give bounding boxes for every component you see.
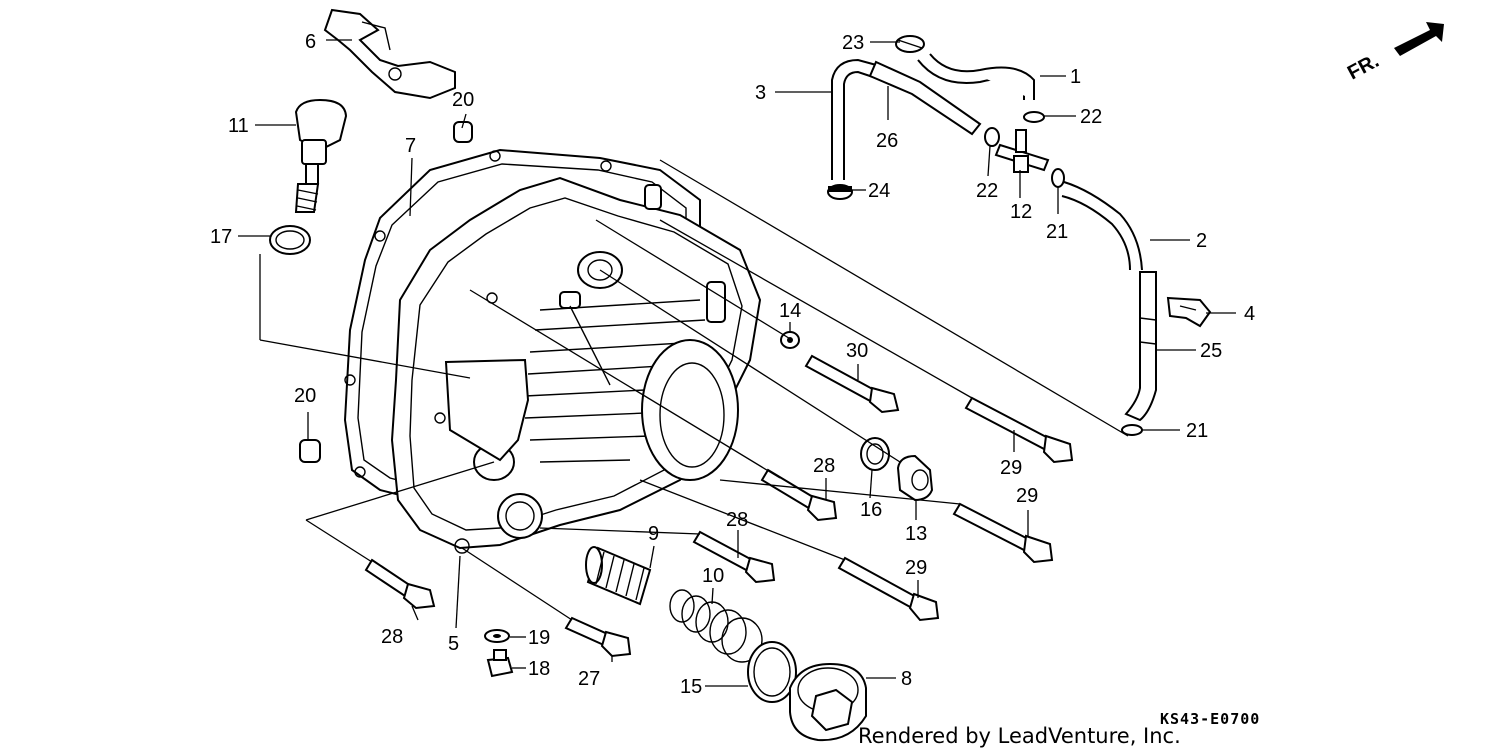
- callout-16: 16: [860, 499, 882, 521]
- callout-17: 17: [210, 226, 232, 248]
- part-4-clip: [1166, 296, 1212, 328]
- part-28-bolt-left: [364, 558, 436, 610]
- part-23-clamp: [895, 35, 925, 53]
- part-2-hose: [1061, 181, 1143, 271]
- callout-21-upper: 21: [1046, 221, 1068, 243]
- front-direction-arrow: FR.: [1344, 22, 1444, 84]
- part-11-dipstick: [294, 98, 348, 213]
- part-19-washer: [484, 629, 510, 643]
- part-30-bolt: [804, 354, 900, 414]
- part-20-dowel-upper: [453, 121, 473, 143]
- part-12-t-joint: [994, 129, 1050, 173]
- part-22-clip-upper: [1023, 111, 1045, 123]
- part-26-tube: [868, 60, 982, 136]
- part-24-clamp: [827, 184, 853, 200]
- callout-9: 9: [648, 523, 659, 545]
- callout-12: 12: [1010, 201, 1032, 223]
- callout-20-lower: 20: [294, 385, 316, 407]
- part-1-hose: [917, 53, 1035, 100]
- callout-29-right-mid: 29: [1016, 485, 1038, 507]
- callout-30: 30: [846, 340, 868, 362]
- callout-7: 7: [405, 135, 416, 157]
- part-29-bolt-lower: [837, 556, 940, 622]
- part-28-bolt-lower: [692, 530, 776, 584]
- callout-22-lower: 22: [976, 180, 998, 202]
- part-13-plug: [896, 454, 934, 502]
- callout-6: 6: [305, 31, 316, 53]
- part-3-hose: [831, 58, 881, 180]
- callout-5: 5: [448, 633, 459, 655]
- callout-14: 14: [779, 300, 801, 322]
- part-22-clip-lower: [984, 127, 1000, 147]
- callout-25: 25: [1200, 340, 1222, 362]
- part-29-bolt-mid: [952, 502, 1054, 564]
- part-6-bracket: [323, 8, 456, 100]
- front-label: FR.: [1344, 50, 1383, 85]
- callout-labels: 1 2 3 4 5 6 7 8 9 10 11 12 13 14 15 16 1…: [210, 31, 1255, 698]
- callout-22-upper: 22: [1080, 106, 1102, 128]
- part-8-cap: [789, 662, 867, 742]
- callout-18: 18: [528, 658, 550, 680]
- callout-28-lower: 28: [726, 509, 748, 531]
- callout-10: 10: [702, 565, 724, 587]
- callout-21-lower: 21: [1186, 420, 1208, 442]
- part-18-bolt: [486, 649, 514, 678]
- callout-28-left: 28: [381, 626, 403, 648]
- case-cover: [390, 176, 762, 554]
- callout-20-upper: 20: [452, 89, 474, 111]
- callout-29-right-top: 29: [1000, 457, 1022, 479]
- callout-8: 8: [901, 668, 912, 690]
- callout-2: 2: [1196, 230, 1207, 252]
- credit-text: Rendered by LeadVenture, Inc.: [858, 724, 1181, 748]
- callout-4: 4: [1244, 303, 1255, 325]
- part-21-clip-upper: [1051, 168, 1065, 188]
- part-29-bolt-long: [964, 396, 1074, 464]
- callout-24: 24: [868, 180, 890, 202]
- callout-13: 13: [905, 523, 927, 545]
- part-9-filter: [585, 546, 652, 606]
- callout-11: 11: [228, 115, 249, 137]
- leader-lines: [238, 39, 1236, 687]
- part-16-o-ring: [860, 437, 890, 471]
- part-25-hose: [1124, 271, 1157, 422]
- callout-26: 26: [876, 130, 898, 152]
- callout-1: 1: [1070, 66, 1081, 88]
- part-17-o-ring: [269, 225, 311, 255]
- callout-27: 27: [578, 668, 600, 690]
- callout-19: 19: [528, 627, 550, 649]
- part-15-o-ring: [747, 641, 797, 703]
- callout-3: 3: [755, 82, 766, 104]
- part-27-bolt: [564, 616, 632, 658]
- part-28-bolt-center: [760, 468, 838, 522]
- part-10-spring: [669, 589, 763, 663]
- callout-15: 15: [680, 676, 702, 698]
- callout-29-lower: 29: [905, 557, 927, 579]
- diagram-code: KS43-E0700: [1160, 710, 1260, 728]
- callout-23: 23: [842, 32, 864, 54]
- callout-28-center: 28: [813, 455, 835, 477]
- part-20-dowel-lower: [299, 439, 321, 463]
